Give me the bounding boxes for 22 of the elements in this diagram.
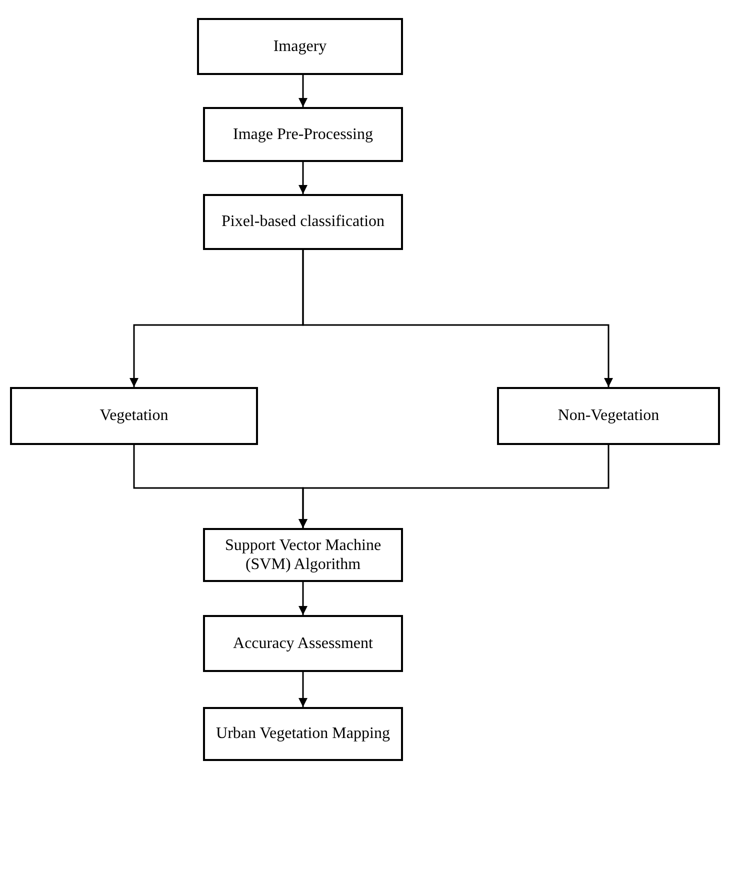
- arrow: [298, 672, 308, 707]
- process-box: [203, 194, 403, 250]
- box-label: Imagery: [273, 36, 327, 56]
- box-label: Pixel-based classification: [221, 212, 385, 232]
- box-label: Vegetation: [100, 406, 168, 426]
- process-box: [203, 528, 403, 582]
- process-box: [203, 107, 403, 162]
- arrow: [298, 582, 308, 615]
- process-box: [203, 707, 403, 761]
- arrow: [302, 250, 613, 387]
- arrow: [298, 75, 308, 107]
- box-label: Support Vector Machine (SVM) Algorithm: [224, 536, 382, 574]
- arrow: [298, 445, 610, 528]
- box-label: Non-Vegetation: [558, 406, 660, 426]
- box-label: Urban Vegetation Mapping: [216, 724, 390, 744]
- process-box: [10, 387, 258, 445]
- box-label: Image Pre-Processing: [233, 124, 373, 144]
- process-box: [497, 387, 720, 445]
- arrow: [298, 162, 308, 194]
- process-box: [203, 615, 403, 672]
- process-box: [197, 18, 403, 75]
- box-label: Accuracy Assessment: [233, 634, 373, 654]
